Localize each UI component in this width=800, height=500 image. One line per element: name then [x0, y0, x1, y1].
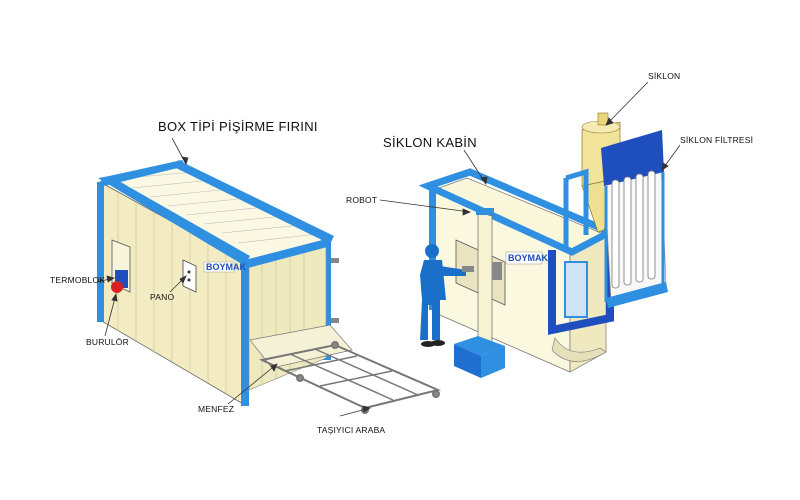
- menfez-label: MENFEZ: [198, 404, 235, 414]
- worker-body: [420, 260, 446, 340]
- worker-head: [425, 244, 439, 258]
- filter-base-blue: [606, 282, 668, 308]
- cart-frame: [258, 343, 442, 410]
- oven-frame-top-right: [176, 160, 334, 244]
- carrier-cart: [258, 341, 442, 414]
- box-oven: BOYMAK: [97, 160, 353, 406]
- cyclone-outlet: [597, 112, 609, 126]
- cabin-lower-duct: [551, 337, 607, 362]
- oven-logo-plate: [203, 261, 235, 273]
- pano-panel: [182, 259, 197, 293]
- oven-door-frame: [245, 238, 331, 268]
- cabin-logo-plate: [505, 251, 543, 265]
- worker-arm: [440, 266, 466, 276]
- robot-guns: [492, 262, 502, 280]
- burulor-label: BURULÖR: [86, 337, 129, 347]
- oven-frame-top-front: [98, 176, 250, 266]
- oven-wall-bracket-top: [331, 258, 339, 263]
- worker-gun: [462, 266, 474, 272]
- filter-bags: [611, 170, 656, 289]
- worker-figure: [420, 244, 474, 347]
- termoblok-label: TERMOBLOK: [50, 275, 106, 285]
- cabin-logo: BOYMAK: [508, 253, 548, 263]
- oven-frame-post-front: [241, 262, 249, 406]
- cabin-title-label: SİKLON KABİN: [383, 135, 477, 150]
- oven-wall-bracket-bottom: [331, 318, 339, 323]
- oven-frame-post-left: [97, 182, 104, 322]
- robot-column-cap: [476, 208, 494, 215]
- oven-logo: BOYMAK: [206, 262, 246, 272]
- leader-lines: [96, 81, 681, 417]
- robot-column: [477, 211, 493, 343]
- tasiyici-araba-label: TAŞIYICI ARABA: [317, 425, 386, 435]
- siklon-filtresi-label: SİKLON FİLTRESİ: [680, 135, 754, 145]
- oven-frame-post-back: [323, 240, 331, 360]
- oven-frame-top-back: [100, 160, 186, 186]
- robot-base: [454, 336, 505, 356]
- siklon-label: SİKLON: [648, 71, 681, 81]
- robot-label: ROBOT: [346, 195, 378, 205]
- pano-label: PANO: [150, 292, 175, 302]
- oven-title-label: BOX TİPİ PİŞİRME FIRINI: [158, 119, 318, 134]
- burner-red-part: [111, 281, 123, 293]
